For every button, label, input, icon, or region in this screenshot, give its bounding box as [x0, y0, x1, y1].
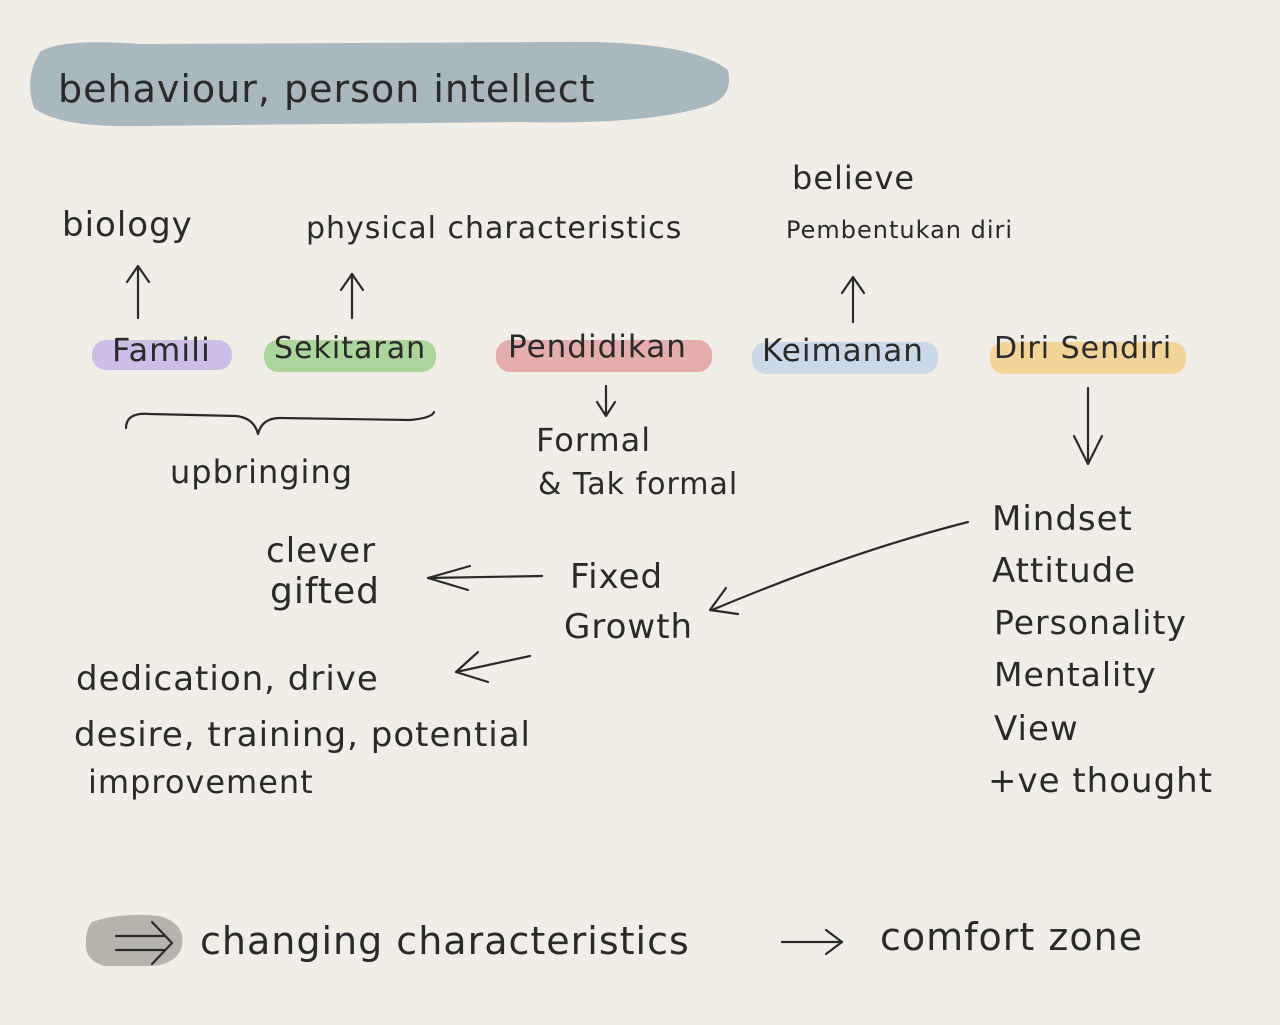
highlight-pendidikan: [496, 340, 712, 372]
footer-changing-characteristics: changing characteristics: [200, 919, 690, 963]
arrow-keimanan-to-believe: [840, 275, 866, 324]
aspect-view: View: [994, 709, 1079, 749]
arrow-diri-to-mindset: [1072, 386, 1104, 466]
label-upbringing: upbringing: [170, 453, 354, 491]
title-band: [30, 41, 730, 127]
growth-trait-line-3: improvement: [88, 763, 314, 801]
footer-arrow-band: [85, 914, 183, 966]
mindset-fixed: Fixed: [570, 557, 664, 597]
footer-double-arrow: [114, 920, 174, 966]
arrow-growth-to-dedication: [454, 650, 532, 684]
factor-famili: Famili: [112, 331, 211, 369]
factor-pendidikan: Pendidikan: [508, 329, 687, 365]
arrow-pendidikan-to-formal: [595, 384, 617, 418]
footer-arrow: [780, 928, 844, 956]
mindset-growth: Growth: [564, 607, 694, 647]
arrow-fixed-to-gifted: [426, 564, 544, 592]
trait-gifted: gifted: [270, 571, 381, 612]
label-pembentukan-diri: Pembentukan diri: [786, 216, 1014, 244]
arrow-mindset-to-growth: [708, 520, 970, 616]
factor-sekitaran: Sekitaran: [274, 331, 427, 366]
label-physical-characteristics: physical characteristics: [306, 211, 683, 246]
education-tak-formal: & Tak formal: [538, 467, 739, 502]
arrow-sekitaran-to-physical: [339, 272, 365, 320]
highlight-sekitaran: [264, 340, 436, 372]
growth-trait-line-2: desire, training, potential: [74, 715, 531, 755]
aspect-positive-thought: +ve thought: [988, 761, 1214, 801]
factor-keimanan: Keimanan: [762, 333, 924, 369]
upbringing-brace: [124, 410, 436, 436]
highlight-diri-sendiri: [990, 342, 1186, 374]
growth-trait-line-1: dedication, drive: [76, 659, 379, 699]
aspect-attitude: Attitude: [992, 551, 1137, 591]
aspect-mindset: Mindset: [992, 499, 1133, 539]
aspect-personality: Personality: [994, 603, 1187, 642]
trait-clever: clever: [266, 531, 377, 571]
label-biology: biology: [62, 205, 193, 245]
aspect-mentality: Mentality: [994, 655, 1157, 694]
footer-comfort-zone: comfort zone: [880, 915, 1144, 959]
factor-diri-sendiri: Diri Sendiri: [994, 331, 1173, 366]
highlight-keimanan: [752, 342, 938, 374]
highlight-famili: [92, 340, 232, 370]
label-believe: believe: [792, 159, 916, 197]
education-formal: Formal: [536, 421, 652, 459]
arrow-famili-to-biology: [125, 264, 151, 320]
page-title: behaviour, person intellect: [58, 67, 596, 111]
